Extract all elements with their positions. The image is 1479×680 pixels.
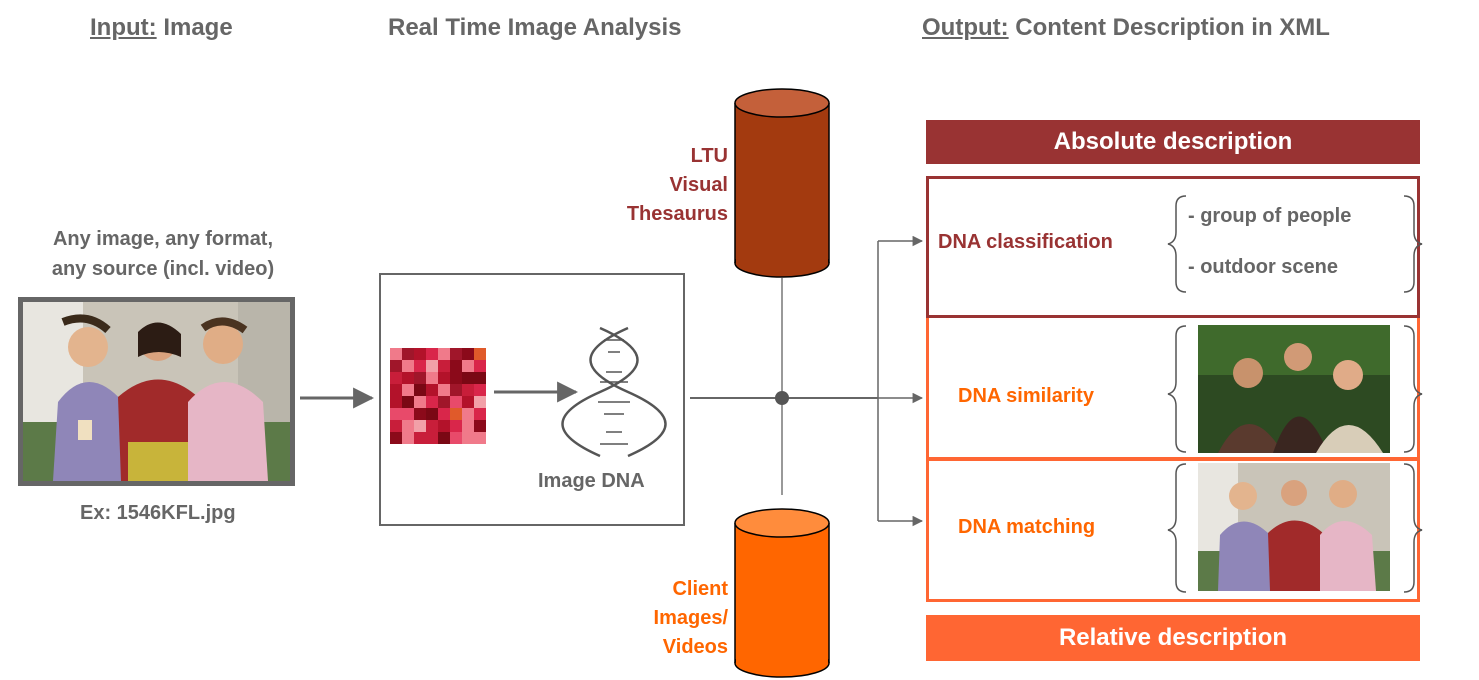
similarity-photo-art bbox=[1198, 325, 1390, 453]
junction-dot bbox=[775, 391, 789, 405]
client-label: Client Images/ Videos bbox=[572, 575, 728, 662]
input-example: Ex: 1546KFL.jpg bbox=[80, 502, 236, 524]
thesaurus-line2: Visual bbox=[669, 174, 728, 196]
class-item-1: - group of people bbox=[1188, 205, 1352, 227]
image-dna-label: Image DNA bbox=[538, 470, 645, 492]
header-input-value: Image bbox=[163, 14, 233, 41]
input-photo bbox=[18, 297, 295, 486]
client-database-icon bbox=[734, 508, 830, 678]
similarity-label: DNA similarity bbox=[958, 385, 1094, 407]
classification-label: DNA classification bbox=[938, 231, 1113, 253]
header-analysis: Real Time Image Analysis bbox=[388, 14, 682, 41]
brace-right-matching bbox=[1403, 463, 1423, 593]
similarity-photo bbox=[1198, 325, 1390, 453]
thesaurus-line3: Thesaurus bbox=[626, 203, 728, 225]
brace-right-similarity bbox=[1403, 325, 1423, 453]
matching-photo bbox=[1198, 463, 1390, 591]
relative-description-banner: Relative description bbox=[926, 615, 1420, 661]
classification-box bbox=[926, 176, 1420, 318]
client-line3: Videos bbox=[662, 636, 728, 658]
header-input: Input: Image bbox=[90, 14, 233, 42]
input-caption-line1: Any image, any format, bbox=[52, 228, 274, 250]
header-output-label: Output: bbox=[922, 14, 1009, 41]
input-caption-line2: any source (incl. video) bbox=[51, 258, 275, 280]
brace-left-similarity bbox=[1167, 325, 1187, 453]
header-output-value: Content Description in XML bbox=[1015, 14, 1330, 41]
absolute-description-banner: Absolute description bbox=[926, 120, 1420, 164]
input-caption: Any image, any format, any source (incl.… bbox=[0, 224, 326, 284]
input-photo-art bbox=[23, 302, 290, 481]
client-line1: Client bbox=[672, 578, 728, 600]
matching-photo-art bbox=[1198, 463, 1390, 591]
header-output: Output: Content Description in XML bbox=[922, 14, 1330, 42]
client-line2: Images/ bbox=[653, 607, 728, 629]
matching-label: DNA matching bbox=[958, 516, 1096, 538]
brace-left-matching bbox=[1167, 463, 1187, 593]
header-input-label: Input: bbox=[90, 14, 157, 41]
brace-right-classification bbox=[1403, 195, 1423, 293]
thesaurus-database-icon bbox=[734, 88, 830, 278]
thesaurus-label: LTU Visual Thesaurus bbox=[572, 142, 728, 229]
class-item-2: - outdoor scene bbox=[1188, 256, 1339, 278]
brace-left-classification bbox=[1167, 195, 1187, 293]
matching-box bbox=[926, 458, 1420, 602]
thesaurus-line1: LTU bbox=[690, 145, 728, 167]
dna-helix-icon bbox=[561, 326, 667, 458]
